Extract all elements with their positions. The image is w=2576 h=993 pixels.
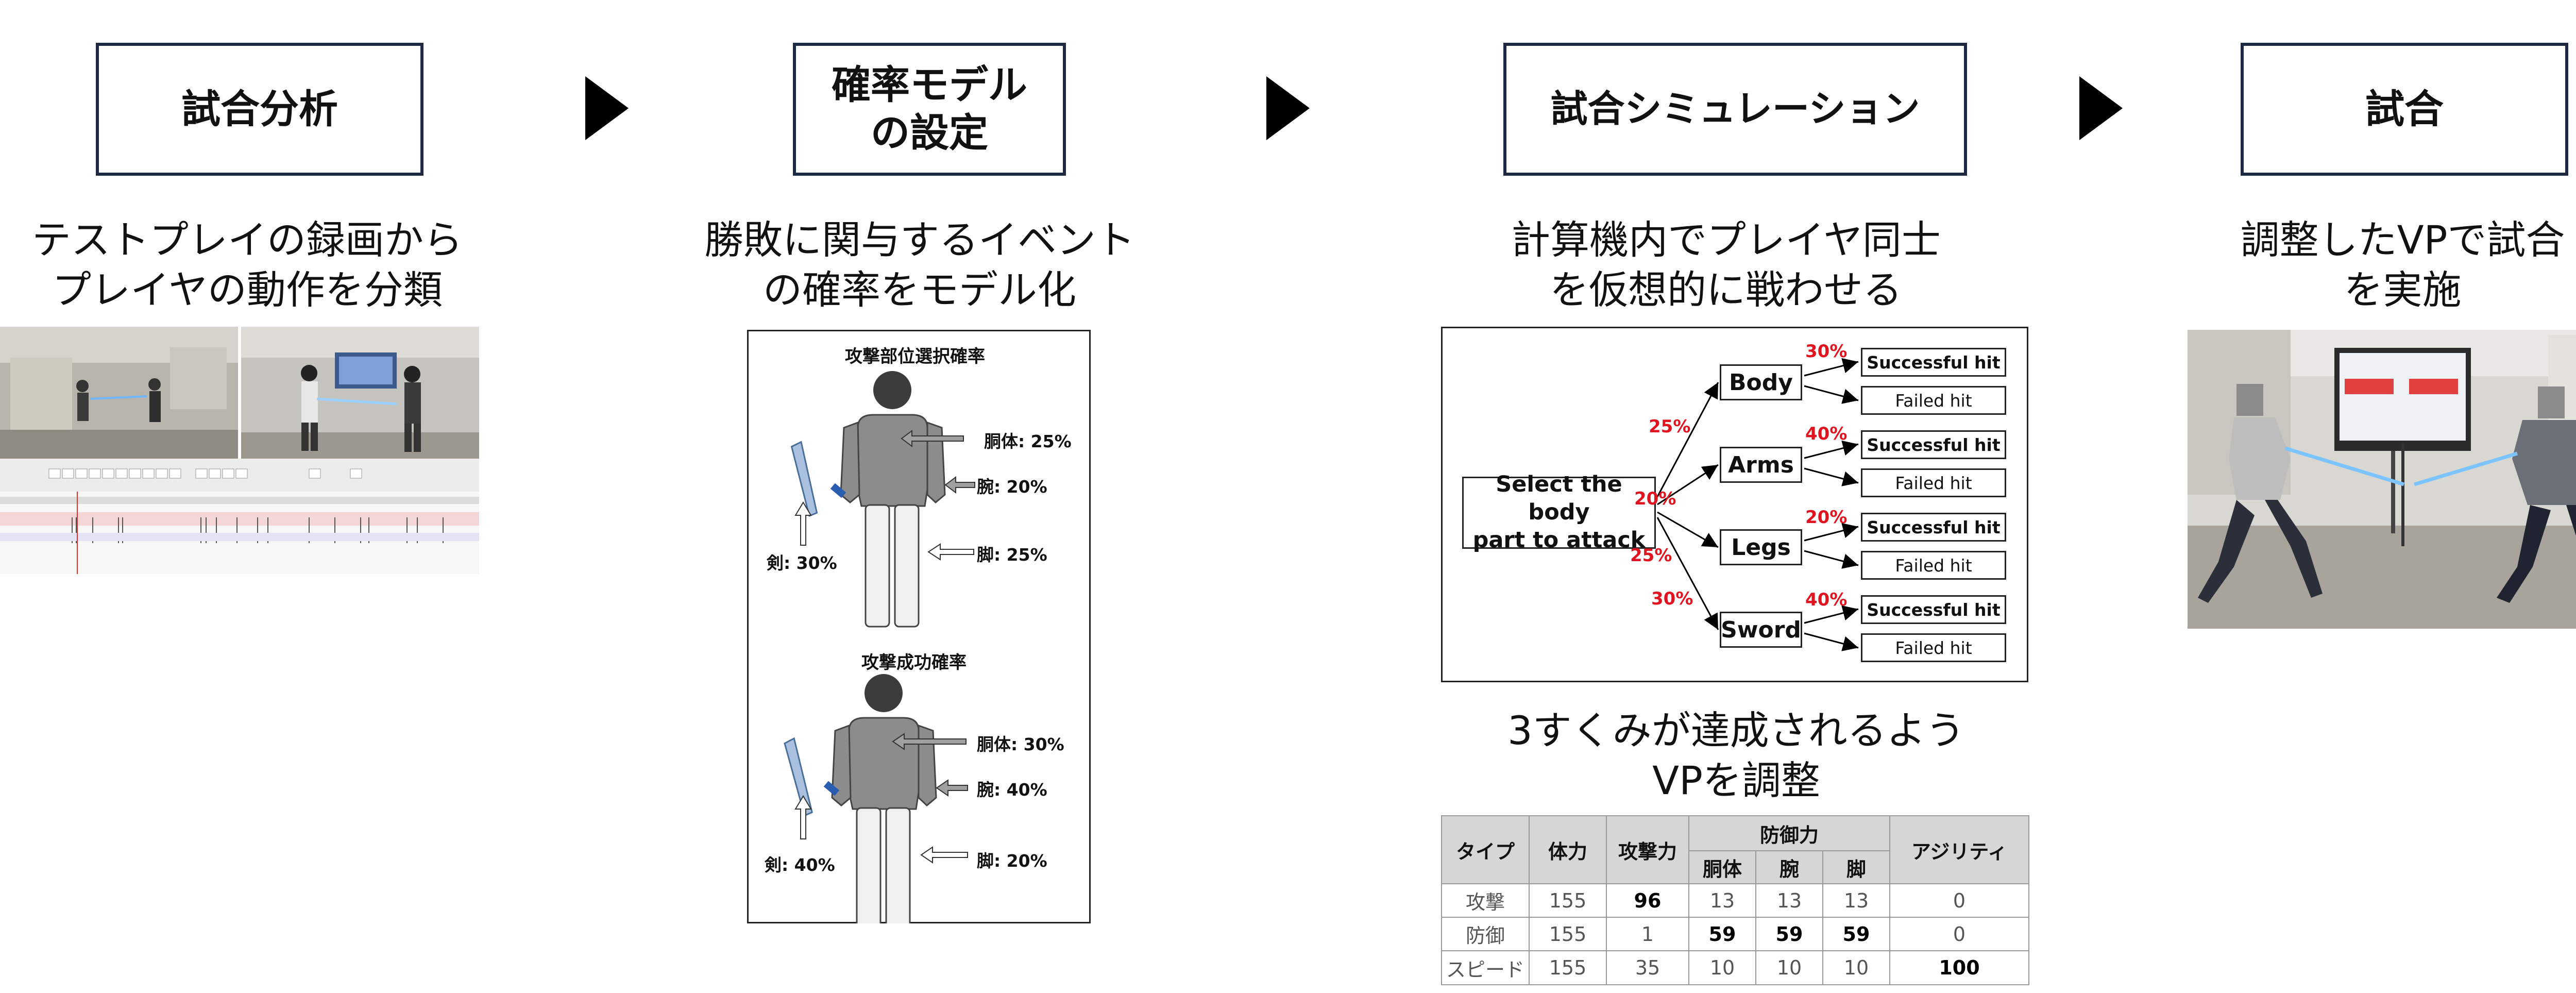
select-prob-body: 25% [1649, 416, 1691, 437]
step-label-analysis: 試合分析 [181, 86, 338, 132]
cell-leg: 59 [1822, 917, 1890, 951]
success-label-torso: 胴体: 30% [977, 734, 1064, 754]
cell-type: スピード [1441, 950, 1530, 985]
success-label-arm: 腕: 40% [977, 780, 1047, 800]
select-prob-sword: 30% [1651, 588, 1693, 609]
header-atk: 攻撃力 [1606, 815, 1689, 884]
desc-adjust: 3すくみが達成されるよう VPを調整 [1507, 708, 1965, 803]
success-label-sword: 剣: 40% [765, 855, 835, 875]
cell-atk: 35 [1606, 950, 1689, 985]
figure-success-body [784, 674, 968, 923]
cell-torso: 13 [1688, 883, 1756, 918]
step-label-match: 試合 [2365, 86, 2444, 132]
desc-match: 調整したVPで試合 を実施 [2240, 217, 2565, 313]
table-row: 防御 155 1 59 59 59 0 [1441, 917, 2029, 951]
select-label-arm: 腕: 20% [977, 477, 1047, 497]
select-prob-legs: 25% [1630, 545, 1672, 566]
header-leg: 脚 [1822, 850, 1890, 884]
cell-type: 攻撃 [1441, 883, 1530, 918]
select-prob-arms: 20% [1634, 489, 1676, 509]
step-box-model: 確率モデル の設定 [793, 43, 1066, 176]
cell-hp: 155 [1529, 950, 1607, 985]
cell-hp: 155 [1529, 917, 1607, 951]
cell-arm: 10 [1755, 950, 1823, 985]
cell-torso: 10 [1688, 950, 1756, 985]
select-label-torso: 胴体: 25% [984, 431, 1072, 451]
select-label-sword: 剣: 30% [767, 553, 837, 573]
vp-stats-table: タイプ 体力 攻撃力 防御力 アジリティ 胴体 腕 脚 攻撃 155 96 13… [1441, 815, 2029, 985]
decision-tree-lines [1656, 358, 1859, 651]
table-row: スピード 155 35 10 10 10 100 [1441, 950, 2029, 985]
desc-analysis: テストプレイの録画から プレイヤの動作を分類 [32, 217, 463, 313]
player-left [2236, 384, 2263, 416]
tree-root-node: Select the body part to attack [1462, 472, 1656, 553]
probability-model-drawing [784, 371, 975, 923]
step-label-simulation: 試合シミュレーション [1550, 87, 1920, 131]
analysis-screenshot [0, 327, 479, 574]
select-label-leg: 脚: 25% [977, 545, 1047, 565]
flow-arrow-2 [1266, 76, 1310, 140]
cell-arm: 13 [1755, 883, 1823, 918]
step-box-analysis: 試合分析 [96, 43, 423, 176]
desc-model: 勝敗に関与するイベント の確率をモデル化 [704, 217, 1135, 313]
match-photo [2188, 330, 2576, 629]
success-prob-title: 攻撃成功確率 [861, 652, 967, 673]
tree-node-legs: Legs [1720, 529, 1802, 565]
tree-node-sword: Sword [1720, 612, 1802, 648]
cell-hp: 155 [1529, 883, 1607, 918]
header-arm: 腕 [1755, 850, 1823, 884]
cell-atk: 1 [1606, 917, 1689, 951]
cell-arm: 59 [1755, 917, 1823, 951]
hit-prob-body: 30% [1805, 341, 1848, 362]
outcome-body-success: Successful hit [1861, 348, 2006, 377]
tree-node-body: Body [1720, 364, 1802, 400]
outcome-legs-fail: Failed hit [1861, 551, 2006, 580]
desc-simulation: 計算機内でプレイヤ同士 を仮想的に戦わせる [1511, 217, 1941, 313]
cell-atk: 96 [1606, 883, 1689, 918]
cell-leg: 13 [1822, 883, 1890, 918]
outcome-arms-fail: Failed hit [1861, 468, 2006, 497]
player-right [2538, 386, 2565, 418]
success-label-leg: 脚: 20% [977, 851, 1047, 871]
cell-torso: 59 [1688, 917, 1756, 951]
table-row: 攻撃 155 96 13 13 13 0 [1441, 883, 2029, 918]
outcome-sword-success: Successful hit [1861, 595, 2006, 624]
outcome-body-fail: Failed hit [1861, 386, 2006, 415]
flow-arrow-3 [2079, 76, 2123, 140]
step-label-model: 確率モデル の設定 [832, 62, 1027, 156]
header-torso: 胴体 [1688, 850, 1756, 884]
step-box-simulation: 試合シミュレーション [1503, 43, 1967, 176]
header-defense: 防御力 [1688, 815, 1890, 851]
header-hp: 体力 [1529, 815, 1607, 884]
cell-type: 防御 [1441, 917, 1530, 951]
hit-prob-legs: 20% [1805, 507, 1848, 528]
cell-leg: 10 [1822, 950, 1890, 985]
figure-select-body [790, 371, 975, 628]
select-prob-title: 攻撃部位選択確率 [845, 346, 985, 367]
header-agility: アジリティ [1889, 815, 2029, 884]
outcome-legs-success: Successful hit [1861, 513, 2006, 542]
flow-arrow-1 [585, 76, 629, 140]
step-box-match: 試合 [2241, 43, 2568, 176]
outcome-sword-fail: Failed hit [1861, 633, 2006, 662]
cell-agility: 100 [1889, 950, 2029, 985]
hit-prob-sword: 40% [1805, 590, 1848, 610]
cell-agility: 0 [1889, 917, 2029, 951]
header-type: タイプ [1441, 815, 1530, 884]
hit-prob-arms: 40% [1805, 424, 1848, 444]
outcome-arms-success: Successful hit [1861, 430, 2006, 459]
tree-node-arms: Arms [1720, 447, 1802, 483]
cell-agility: 0 [1889, 883, 2029, 918]
